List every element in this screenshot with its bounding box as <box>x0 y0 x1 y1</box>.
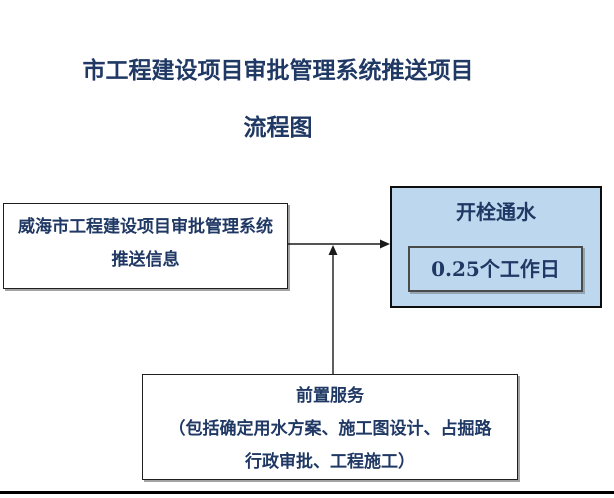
page-bottom-border <box>0 491 614 494</box>
water-connection-label: 开栓通水 <box>456 200 536 224</box>
source-system-label-line1: 威海市工程建设项目审批管理系统 <box>18 217 273 237</box>
flow-node-source-system: 威海市工程建设项目审批管理系统 推送信息 <box>3 203 288 289</box>
page-title-line2: 流程图 <box>243 114 313 141</box>
page-title: 市工程建设项目审批管理系统推送项目 流程图 <box>0 42 556 156</box>
flow-node-water-connection: 开栓通水 0.25个工作日 <box>390 186 602 308</box>
page-title-line1: 市工程建设项目审批管理系统推送项目 <box>82 57 474 84</box>
arrow-right-icon <box>288 239 390 249</box>
duration-label: 0.25个工作日 <box>431 257 560 281</box>
pre-service-label-line1: 前置服务 <box>296 386 364 406</box>
duration-box: 0.25个工作日 <box>408 246 583 292</box>
source-system-label-line2: 推送信息 <box>111 250 180 270</box>
flow-node-pre-service: 前置服务 （包括确定用水方案、施工图设计、占掘路 行政审批、工程施工） <box>142 374 518 480</box>
pre-service-label-line3: 行政审批、工程施工） <box>245 452 415 472</box>
pre-service-label-line2: （包括确定用水方案、施工图设计、占掘路 <box>168 419 492 439</box>
arrow-up-icon <box>328 245 338 374</box>
